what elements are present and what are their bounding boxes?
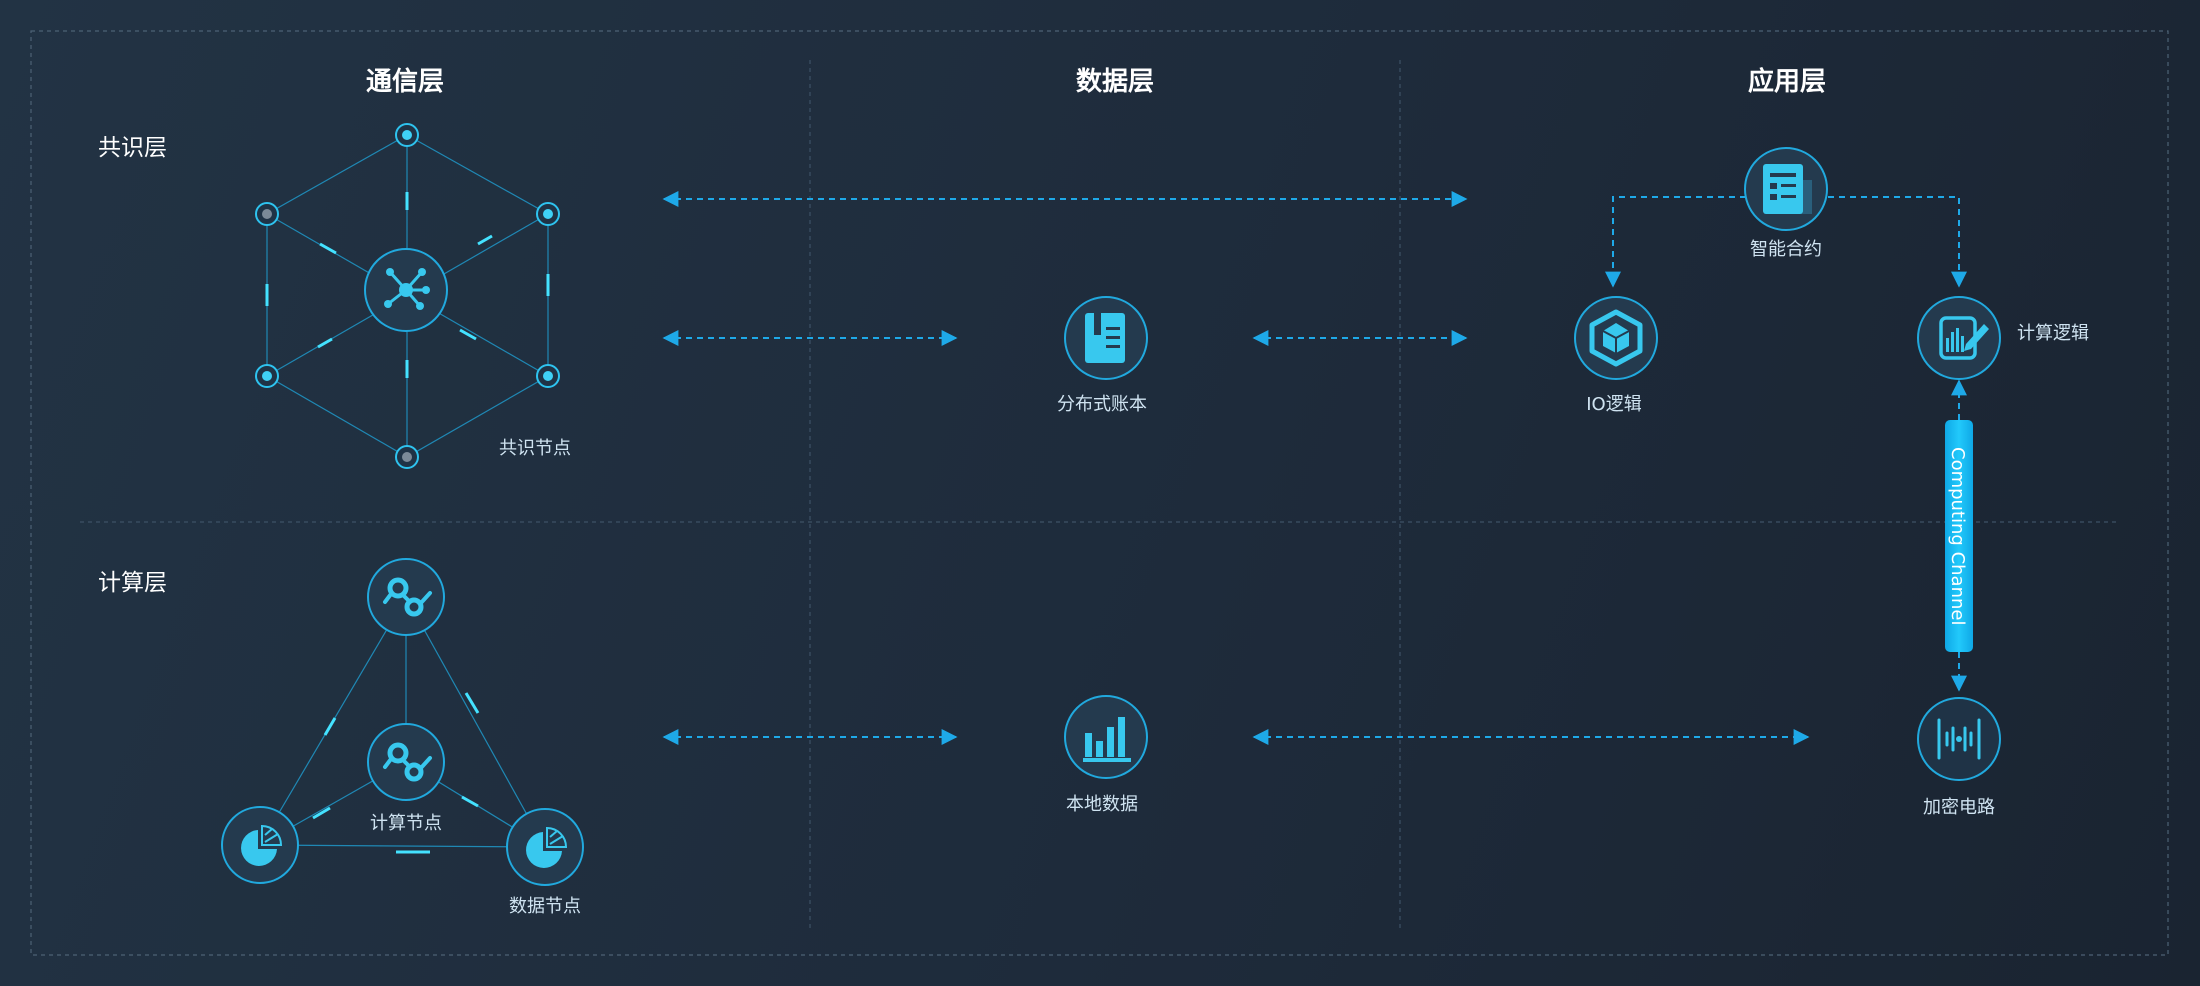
glow-segment [312,806,331,820]
network-hub-icon [384,268,430,310]
column-title-comm: 通信层 [366,67,444,97]
compute-network: 计算节点 数据节点 [221,558,584,917]
column-title-data: 数据层 [1076,67,1154,97]
crypto-circuit-node [1917,697,2001,781]
data-node [506,808,584,886]
consensus-network: 共识节点 [255,123,571,469]
contract-to-io-arrow [1605,196,1746,288]
crypto-circuit-label: 加密电路 [1923,797,1995,818]
glow-segment [464,692,480,714]
cube-icon [1589,309,1643,367]
contract-to-logic-arrow [1828,196,1967,288]
io-logic-node [1574,296,1658,380]
consensus-node [536,202,560,226]
compute-logic-label: 计算逻辑 [2017,323,2089,344]
outer-frame [30,30,2169,956]
smart-contract-node [1744,147,1828,231]
ledger-book-icon [1085,313,1125,363]
consensus-node [395,445,419,469]
consensus-node [255,364,279,388]
computing-channel-label: Computing Channel [1947,447,1968,625]
compute-node-label: 计算节点 [370,813,442,834]
glow-segment [319,242,337,255]
glow-segment [477,234,493,246]
node-link-icon [383,577,432,617]
data-node-label: 数据节点 [509,896,581,917]
ledger-label: 分布式账本 [1057,394,1147,415]
smart-contract-label: 智能合约 [1750,239,1822,260]
pie-chart-icon [241,824,283,866]
io-logic-label: IO逻辑 [1586,394,1641,415]
consensus-node-label: 共识节点 [499,438,571,459]
pie-chart-icon [526,826,568,868]
waveform-icon [1937,718,1981,760]
glow-segment [461,795,479,808]
consensus-node [536,364,560,388]
data-node [221,806,299,884]
compute-node [367,558,445,636]
computing-channel: Computing Channel [1945,420,1973,652]
compute-logic-node [1917,296,2001,380]
row-title-compute: 计算层 [98,570,167,596]
glow-segment [459,328,477,341]
column-title-app: 应用层 [1748,66,1826,97]
compute-node [367,723,445,801]
consensus-node [395,123,419,147]
contract-document-icon [1763,164,1812,214]
consensus-node [255,202,279,226]
glow-segment [323,717,337,736]
glow-segment [317,337,333,349]
chart-pencil-icon [1939,316,1989,360]
bar-chart-icon [1083,717,1131,762]
local-data-label: 本地数据 [1066,794,1138,815]
node-link-icon [383,742,432,782]
ledger-node [1064,296,1148,380]
local-data-node [1064,695,1148,779]
row-title-consensus: 共识层 [98,135,167,161]
